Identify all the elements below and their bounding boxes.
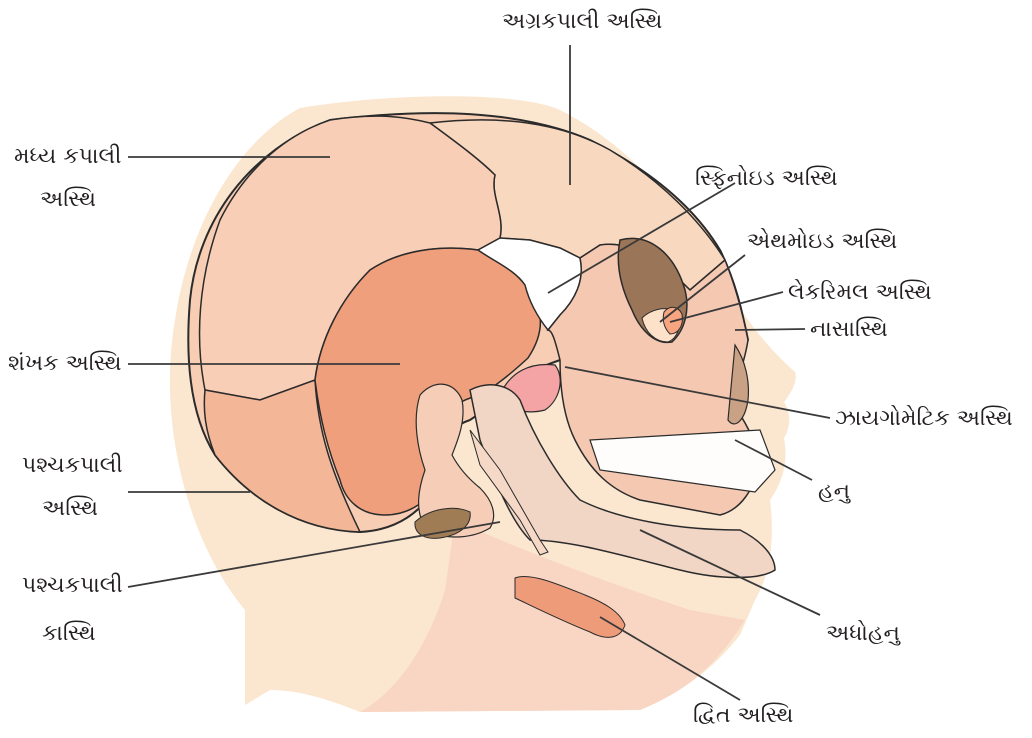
label-mandible: અધોહનુ <box>826 620 900 648</box>
label-parietal-line2: અસ્થિ <box>40 186 96 214</box>
label-ethmoid: એથમોઇડ અસ્થિ <box>747 228 897 256</box>
label-maxilla: હનુ <box>818 478 850 506</box>
label-temporal: શંખક અસ્થિ <box>8 350 122 378</box>
label-occ-condyle-line1: પશ્ચકપાલી <box>22 572 123 600</box>
label-sphenoid: સ્ફિનોઇડ અસ્થિ <box>695 165 838 193</box>
label-occ-condyle-line2: કાસ્થિ <box>42 620 96 648</box>
leader-nasal <box>735 329 805 330</box>
label-zygomatic: ઝાયગોમેટિક અસ્થિ <box>835 405 1013 433</box>
label-lacrimal: લેકરિમલ અસ્થિ <box>788 279 932 307</box>
label-occipital-line2: અસ્થિ <box>42 495 98 523</box>
label-nasal: નાસાસ્થિ <box>810 316 888 344</box>
label-frontal: અગ્રકપાલી અસ્થિ <box>502 8 662 36</box>
label-parietal-line1: મધ્ય કપાલી <box>14 143 121 171</box>
label-occipital-line1: પશ્ચકપાલી <box>22 452 123 480</box>
label-hyoid: દ્વિત અસ્થિ <box>693 702 793 730</box>
